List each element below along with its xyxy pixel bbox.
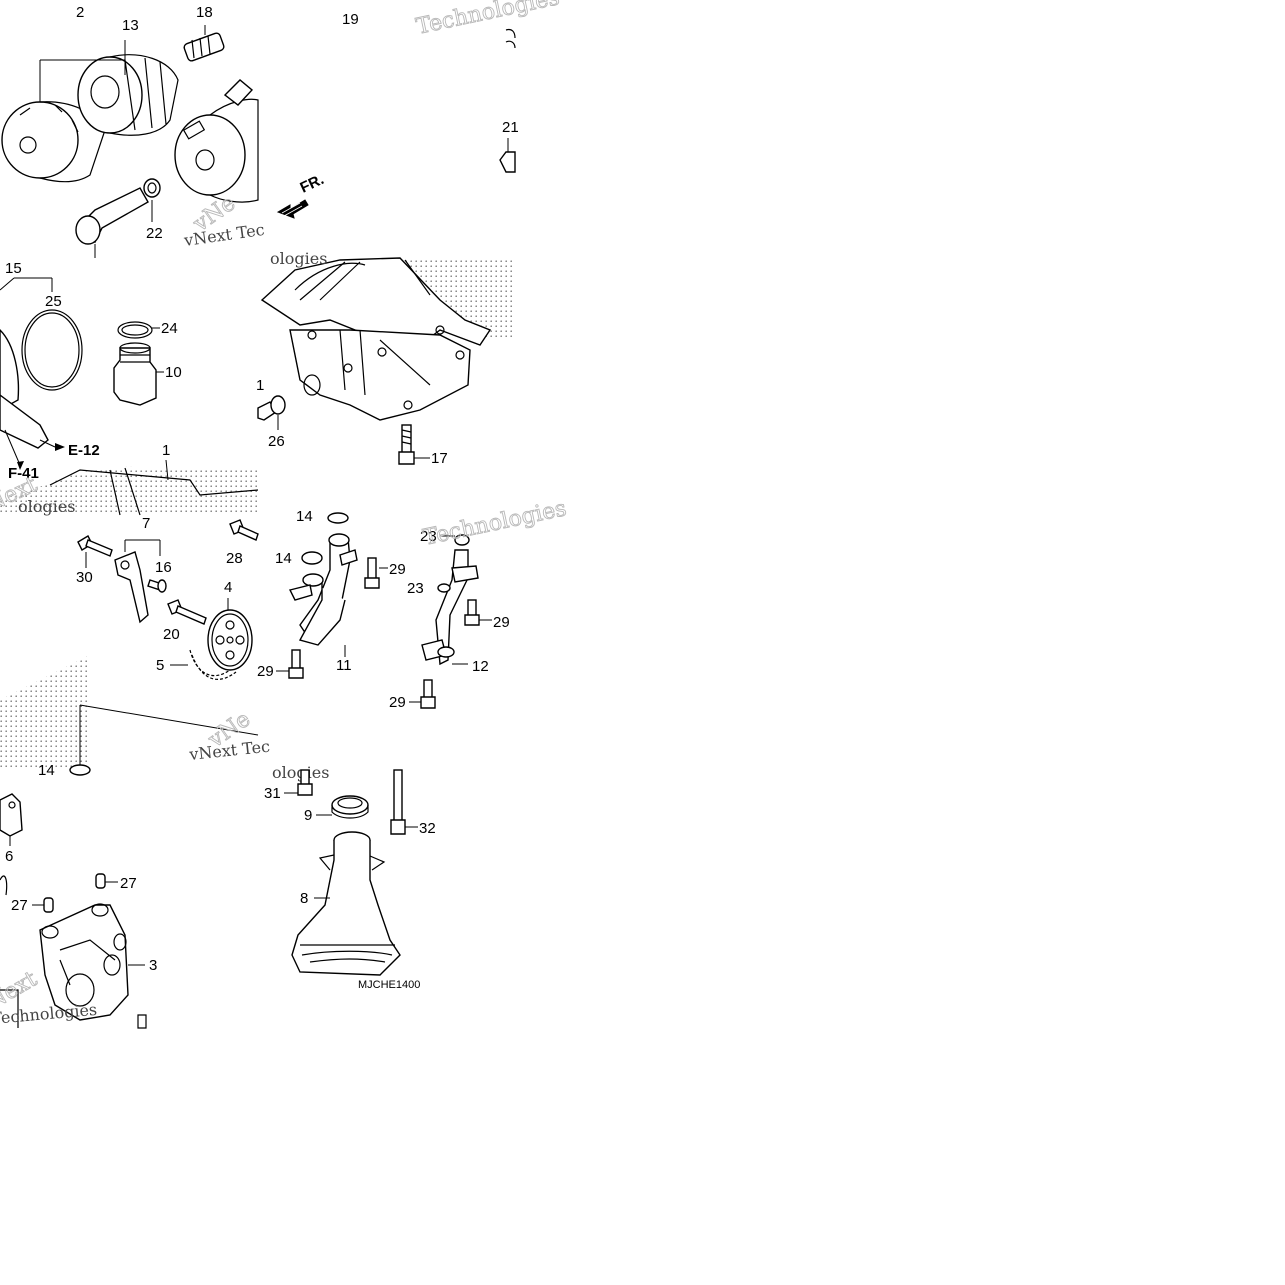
bolt-29-a-part (364, 557, 380, 589)
callout-14-b: 14 (275, 550, 292, 567)
callout-26: 26 (268, 433, 285, 450)
callout-1-a: 1 (162, 442, 170, 459)
callout-27-a: 27 (120, 875, 137, 892)
tile-oil-pump: 14 6 27 27 3 Next T (0, 762, 157, 1029)
bolt-20-part (167, 599, 207, 625)
callout-14-a: 14 (296, 508, 313, 525)
callout-30: 30 (76, 569, 93, 586)
seal-9-part (331, 795, 369, 819)
callout-5: 5 (156, 657, 164, 674)
callout-27-b: 27 (11, 897, 28, 914)
callout-11: 11 (336, 657, 352, 674)
callout-31: 31 (264, 785, 281, 802)
oil-cooler-part (174, 79, 259, 203)
bolt-29-b-part (288, 649, 304, 679)
bolt-17-part (398, 424, 415, 465)
callout-23-b: 23 (407, 580, 424, 597)
callout-8: 8 (300, 890, 308, 907)
bolt-31-part (297, 769, 313, 796)
tile-cooler-element: 15 25 E-12 F-41 24 10 1 Next ologies (0, 260, 259, 518)
callout-32: 32 (419, 820, 436, 837)
oil-filter-part (77, 54, 179, 136)
front-arrow-icon (276, 199, 309, 219)
callout-18: 18 (196, 4, 213, 21)
bolt-28-part (229, 519, 259, 541)
callout-12: 12 (472, 658, 489, 675)
callout-13: 13 (122, 17, 139, 34)
dowel-27-b-part (43, 897, 54, 913)
callout-29-a: 29 (389, 561, 406, 578)
callout-14-c: 14 (38, 762, 55, 779)
watermark-technologies-top: Technologies (414, 0, 562, 40)
watermark-technologies-bl: Technologies (0, 1000, 98, 1028)
bolt-30-part (77, 535, 113, 557)
callout-29-d: 29 (389, 694, 406, 711)
callout-22: 22 (146, 225, 163, 242)
bolt-21-part (499, 151, 516, 173)
watermark-ologies: ologies (18, 497, 75, 516)
part-10 (113, 342, 157, 406)
callout-9: 9 (304, 807, 312, 824)
callout-20: 20 (163, 626, 180, 643)
callout-6: 6 (5, 848, 13, 865)
callout-1-b: 1 (256, 377, 264, 394)
fitting-part (183, 32, 225, 62)
callout-19: 19 (342, 11, 359, 28)
tile-pump-chain: 7 16 30 28 4 (0, 515, 271, 770)
callout-24: 24 (161, 320, 178, 337)
watermark-ologies-2: ologies (270, 249, 327, 268)
callout-29-b: 29 (257, 663, 274, 680)
oil-strainer-part (291, 831, 401, 976)
bolt-29-c-part (464, 599, 480, 626)
drain-bolt-part (257, 395, 286, 421)
callout-29-c: 29 (493, 614, 510, 631)
callout-25: 25 (45, 293, 62, 310)
callout-2: 2 (76, 4, 84, 21)
tile-strainer: ologies 31 9 32 8 (264, 763, 436, 991)
bolt-29-d-part (420, 679, 436, 709)
callout-23-a: 23 (420, 528, 437, 545)
callout-21: 21 (502, 119, 519, 136)
callout-28: 28 (226, 550, 243, 567)
drawing-code: MJCHE1400 (358, 979, 420, 991)
callout-3: 3 (149, 957, 157, 974)
oil-pipe-12-part (421, 534, 479, 666)
o-ring-24 (117, 321, 153, 339)
dowel-27-a-part (95, 873, 106, 889)
tile-top-right: 19 Technologies 21 (342, 0, 562, 173)
tensioner-part (114, 551, 149, 624)
o-ring-25 (21, 309, 83, 391)
bolt-32-part (390, 769, 406, 835)
reference-f41: F-41 (8, 465, 39, 482)
callout-16: 16 (155, 559, 172, 576)
tile-oil-pan: 17 1 26 ologies (256, 249, 515, 467)
callout-10: 10 (165, 364, 182, 381)
callout-7: 7 (142, 515, 150, 532)
tile-oil-filter: FR. vNext Tec vNe 2 13 18 22 (1, 4, 327, 258)
callout-15: 15 (5, 260, 22, 277)
watermark-technologies-mid: Technologies (421, 496, 569, 551)
reference-e12: E-12 (68, 442, 100, 459)
center-bolt-part (75, 178, 161, 245)
tile-oil-pipes: 14 14 11 29 29 (257, 496, 569, 711)
oil-pump-body-part (39, 903, 129, 1021)
oil-pipe-11-part (288, 533, 358, 646)
callout-4: 4 (224, 579, 232, 596)
direction-label: FR. (298, 171, 327, 197)
sprocket-part (207, 609, 253, 671)
callout-17: 17 (431, 450, 448, 467)
part-6 (0, 793, 23, 837)
